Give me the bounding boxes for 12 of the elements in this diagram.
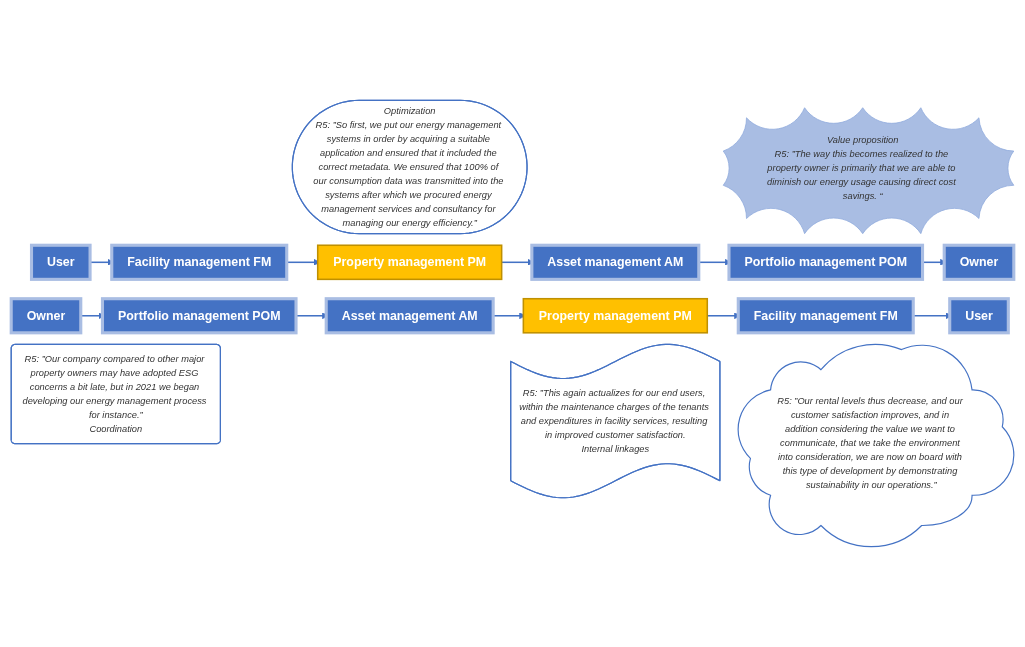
node-box: Property management PM [522, 297, 709, 334]
node-box: User [948, 297, 1010, 335]
node-box: Portfolio management POM [727, 243, 925, 281]
node-box: Property management PM [316, 244, 503, 281]
node-box: Facility management FM [736, 297, 915, 335]
node-box: Owner [942, 243, 1016, 281]
node-box: Asset management AM [324, 297, 495, 335]
node-box: Asset management AM [530, 243, 701, 281]
node-box: User [29, 243, 92, 281]
node-box: Portfolio management POM [100, 297, 298, 335]
node-box: Owner [9, 297, 83, 335]
node-box: Facility management FM [110, 243, 289, 281]
